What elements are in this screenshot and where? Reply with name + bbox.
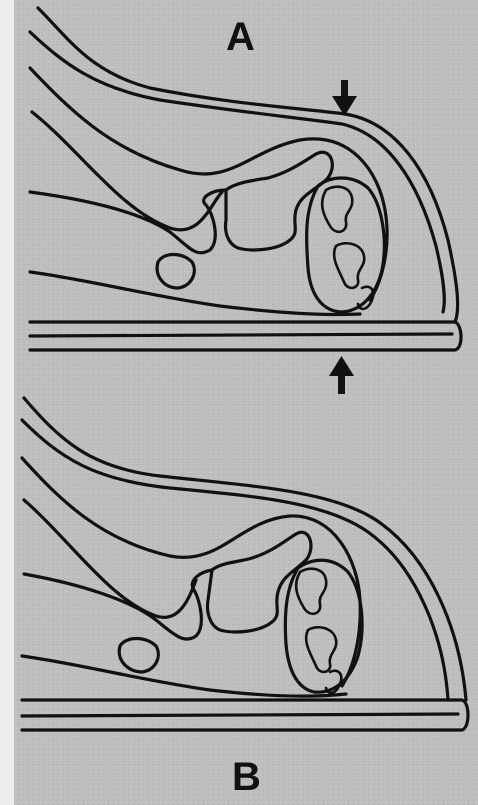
panel-b-shoe-upper-inner [22, 420, 448, 700]
panel-a-drawing [30, 8, 461, 394]
panel-a-label: A [226, 17, 255, 57]
panel-b-bone-detail-1 [296, 569, 326, 614]
panel-b-label: B [232, 757, 261, 797]
panel-a-arrow-bottom [329, 356, 354, 394]
panel-a-phalanx [30, 190, 226, 253]
panel-b-drawing [22, 398, 468, 730]
panel-a-bone-detail-1 [322, 187, 352, 232]
panel-a-insole-inner [30, 334, 452, 336]
panel-b-plantar-contour [22, 656, 346, 696]
panel-a-toe-outline [30, 68, 387, 300]
panel-a-arrow-top [332, 80, 357, 116]
panel-b-bone-detail-2 [306, 627, 336, 672]
panel-b-insole-inner [22, 714, 458, 716]
panel-b-toe-lower-contour [24, 500, 196, 617]
panel-a-bone-detail-2 [334, 243, 364, 288]
panel-a-middle-phalanx [226, 152, 333, 250]
panel-b-small-bone [119, 639, 158, 673]
panel-b-shoe-upper-outer [24, 398, 466, 700]
panel-a-small-bone [157, 255, 194, 289]
